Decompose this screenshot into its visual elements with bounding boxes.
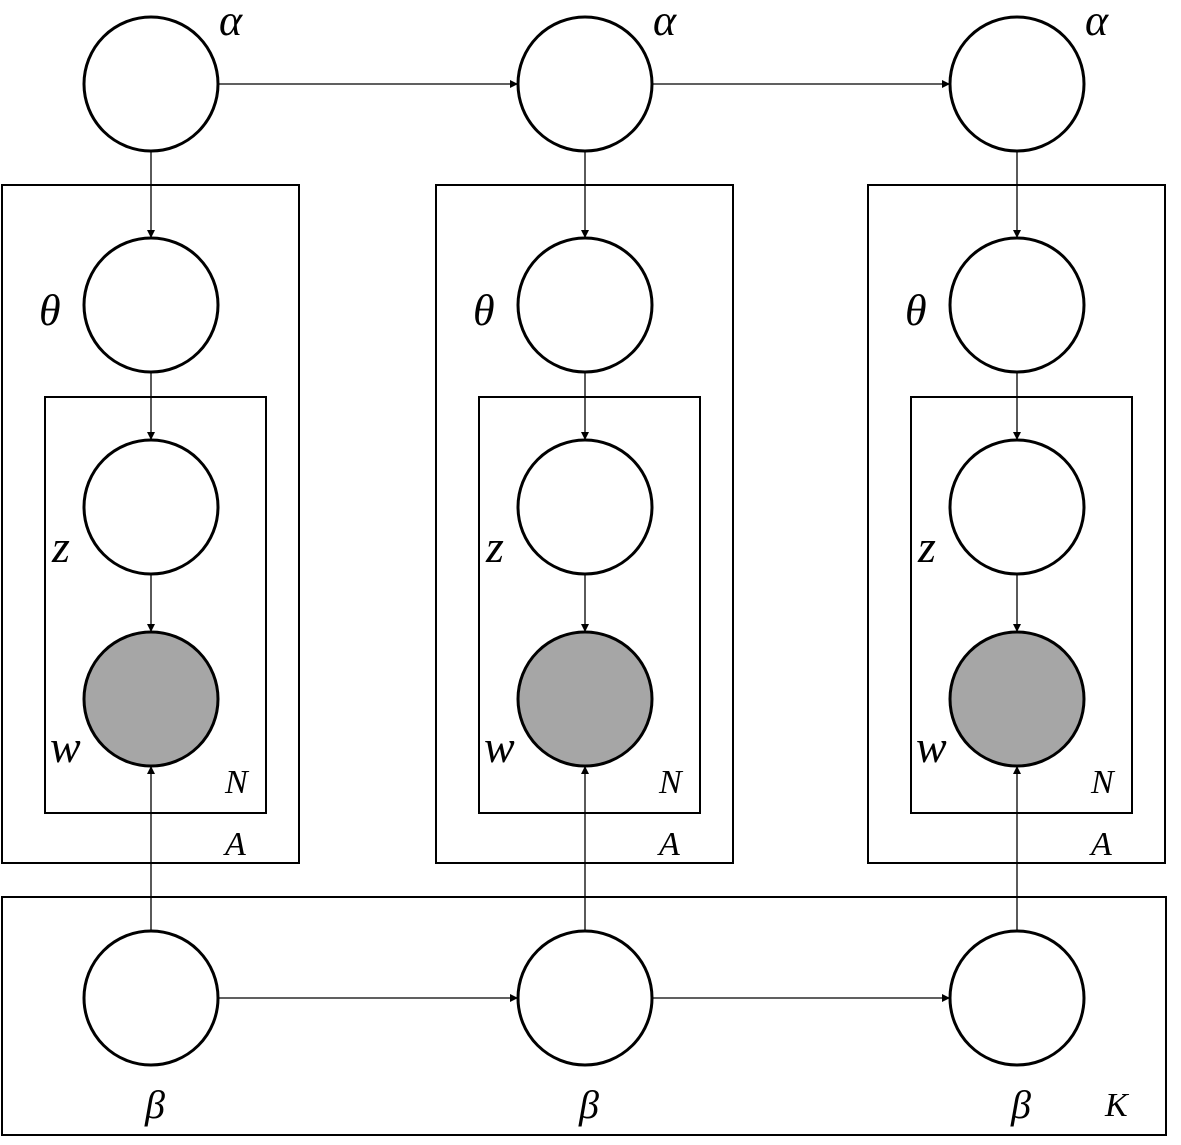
plate-k (1, 896, 1167, 1136)
w-label: w (916, 721, 947, 772)
node-alpha (82, 15, 220, 153)
alpha-label: α (1085, 0, 1109, 45)
node-alpha (516, 15, 654, 153)
plate-n-0 (44, 396, 267, 814)
node-w-observed (516, 630, 654, 768)
node-beta (516, 929, 654, 1067)
z-label: z (51, 521, 70, 572)
node-w-observed (82, 630, 220, 768)
alpha-label: α (653, 0, 677, 45)
w-label: w (50, 721, 81, 772)
beta-label: β (1010, 1082, 1031, 1127)
node-beta (82, 929, 220, 1067)
plate-a-label: A (657, 826, 680, 863)
node-z (516, 438, 654, 576)
node-w-observed (948, 630, 1086, 768)
plate-n-2 (910, 396, 1133, 814)
beta-label: β (578, 1082, 599, 1127)
plate-n-label: N (1090, 764, 1116, 801)
node-alpha (948, 15, 1086, 153)
alpha-label: α (219, 0, 243, 45)
plate-n-label: N (224, 764, 250, 801)
plate-a-label: A (223, 826, 246, 863)
plate-k-label: K (1104, 1087, 1130, 1124)
theta-label: θ (39, 286, 61, 335)
theta-label: θ (905, 286, 927, 335)
z-label: z (917, 521, 936, 572)
node-z (948, 438, 1086, 576)
beta-label: β (144, 1082, 165, 1127)
node-beta (948, 929, 1086, 1067)
plate-n-1 (478, 396, 701, 814)
theta-label: θ (473, 286, 495, 335)
plate-a-label: A (1089, 826, 1112, 863)
plate-n-label: N (658, 764, 684, 801)
node-theta (948, 236, 1086, 374)
node-theta (82, 236, 220, 374)
node-theta (516, 236, 654, 374)
w-label: w (484, 721, 515, 772)
z-label: z (485, 521, 504, 572)
node-z (82, 438, 220, 576)
